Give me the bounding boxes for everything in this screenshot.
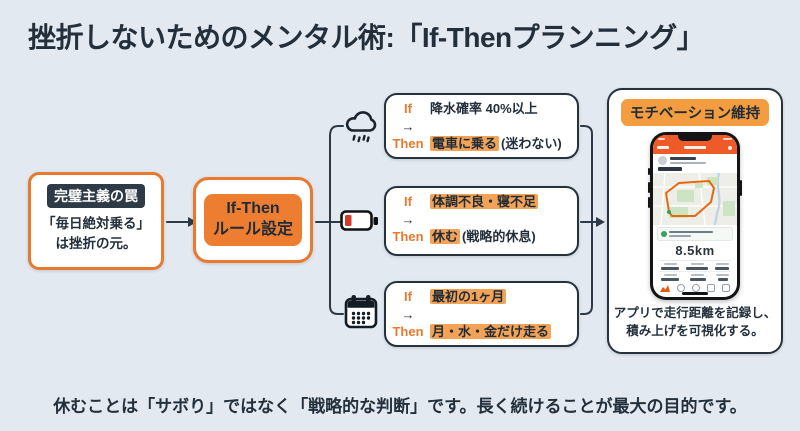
stats-row xyxy=(659,261,731,272)
rule-line1: If-Then xyxy=(226,200,280,218)
if-condition-highlight: 最初の1ヶ月 xyxy=(430,289,507,304)
nav-you-icon xyxy=(721,283,730,292)
rule-box-rain: If 降水確率 40%以上 → Then 電車に乗る(迷わない) xyxy=(384,93,579,159)
map-river xyxy=(713,172,721,225)
then-action-highlight: 休む xyxy=(430,229,461,244)
then-action-highlight: 電車に乗る xyxy=(430,136,500,151)
phone-volume-up-button xyxy=(648,182,650,193)
map-graphic xyxy=(653,172,737,225)
activity-meta xyxy=(670,162,706,164)
phone-volume-down-button xyxy=(648,197,650,208)
route-title xyxy=(658,167,682,171)
panel-caption-line1: アプリで走行距離を記録し、 xyxy=(613,306,777,320)
achievement-icon xyxy=(661,230,667,237)
nav-maps-icon xyxy=(691,283,700,292)
arrow-glyph: → xyxy=(401,306,415,322)
stat-cell xyxy=(689,273,706,281)
arrowhead-right xyxy=(596,217,605,227)
if-condition-highlight: 体調不良・寝不足 xyxy=(430,194,539,209)
home-indicator xyxy=(682,292,708,295)
if-condition: 最初の1ヶ月 xyxy=(430,288,571,306)
if-condition: 降水確率 40%以上 xyxy=(430,101,538,116)
low-battery-icon xyxy=(340,210,378,231)
app-header-menu-icon xyxy=(728,146,732,150)
phone-mute-switch xyxy=(648,168,650,175)
rain-cloud-icon xyxy=(345,111,377,143)
then-label: Then xyxy=(392,136,424,151)
then-label: Then xyxy=(392,229,424,244)
phone-screen: 8.5km xyxy=(653,135,737,297)
status-bar-battery xyxy=(723,138,732,140)
banner-text-line1 xyxy=(669,230,713,233)
then-action: 月・水・金だけ走る xyxy=(430,323,571,341)
stat-cell xyxy=(661,262,679,270)
then-action: 休む(戦略的休息) xyxy=(430,228,571,246)
bottom-nav xyxy=(653,282,737,292)
running-app-header xyxy=(653,135,737,154)
then-action-highlight: 月・水・金だけ走る xyxy=(430,324,552,339)
if-condition: 体調不良・寝不足 xyxy=(430,193,571,211)
route-start-marker xyxy=(667,209,671,214)
then-action: 電車に乗る(迷わない) xyxy=(430,135,571,153)
arrow-glyph: → xyxy=(401,211,415,227)
motivation-panel: モチベーション維持 xyxy=(607,88,783,354)
motivation-badge: モチベーション維持 xyxy=(620,99,770,126)
then-action-note: (迷わない) xyxy=(501,136,562,151)
trap-badge: 完璧主義の罠 xyxy=(47,184,145,208)
phone-notch xyxy=(678,135,712,141)
trap-text-line1: 「毎日絶対乗る」 xyxy=(42,216,150,231)
trap-text-line2: は挫折の元。 xyxy=(55,236,137,252)
if-then-rule-box: If-Then ルール設定 xyxy=(193,177,313,263)
footer-message: 休むことは「サボり」ではなく「戦略的な判断」です。長く続けることが最大の目的です… xyxy=(53,397,747,416)
rule-box-battery: If 体調不良・寝不足 → Then 休む(戦略的休息) xyxy=(384,186,579,256)
stat-cell xyxy=(715,262,729,270)
if-label: If xyxy=(404,101,412,116)
status-bar-time xyxy=(658,138,665,140)
if-then-rule-label: If-Then ルール設定 xyxy=(203,194,302,246)
achievement-banner xyxy=(657,226,733,241)
stats-grid xyxy=(659,259,731,282)
arrow-glyph: → xyxy=(401,118,415,134)
if-label: If xyxy=(404,194,412,209)
page-title: 挫折しないためのメンタル術:「If-Thenプランニング」 xyxy=(28,22,705,53)
perfectionism-trap-box: 完璧主義の罠 「毎日絶対乗る」 は挫折の元。 xyxy=(28,172,164,270)
phone-mockup: 8.5km xyxy=(648,132,742,300)
activity-chart-icon xyxy=(660,284,671,292)
stat-cell xyxy=(686,262,708,270)
route-map xyxy=(653,172,737,225)
stats-row xyxy=(659,272,731,282)
nav-record-icon xyxy=(677,283,686,292)
stat-cell xyxy=(716,273,729,281)
nav-groups-icon xyxy=(706,283,715,292)
avatar xyxy=(658,156,667,165)
app-header-title xyxy=(684,146,706,149)
rule-box-calendar: If 最初の1ヶ月 → Then 月・水・金だけ走る xyxy=(384,281,579,347)
if-label: If xyxy=(404,289,412,304)
run-route-path xyxy=(665,179,715,217)
then-action-note: (戦略的休息) xyxy=(462,229,536,244)
panel-caption-line2: 積み上げを可視化する。 xyxy=(626,323,764,338)
stat-cell xyxy=(661,273,679,281)
calendar-icon xyxy=(344,295,378,329)
distance-value: 8.5km xyxy=(675,242,715,258)
rule-line2: ルール設定 xyxy=(212,221,293,238)
banner-text-line2 xyxy=(669,234,691,237)
then-label: Then xyxy=(392,324,424,339)
athlete-name xyxy=(670,157,696,160)
phone-power-button xyxy=(740,180,742,196)
back-button xyxy=(657,146,669,149)
athlete-row xyxy=(653,154,737,166)
